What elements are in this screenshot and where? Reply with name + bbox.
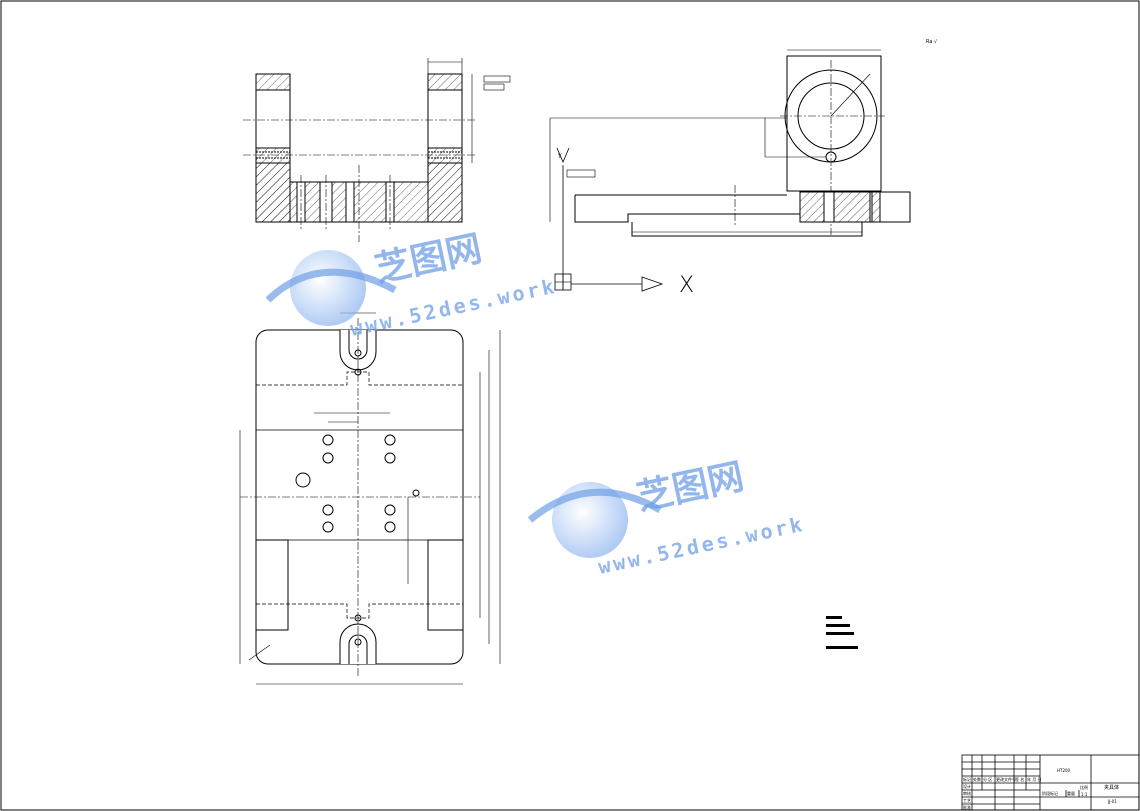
title-block-scale: 1:1 (1081, 792, 1088, 797)
title-block-stage: 阶段标记 (1042, 790, 1058, 796)
title-block-weight: 重量 (1067, 790, 1075, 796)
notes-block (826, 616, 858, 649)
title-block-scale-label: 比例 (1080, 784, 1088, 790)
title-block-label-change: 更改文件号 (996, 776, 1016, 782)
title-block-process: 工艺 (963, 798, 971, 803)
title-block-designer: 设计 (963, 783, 971, 789)
title-block-approve: 批准 (963, 804, 971, 810)
watermark-logo-1: 芝图网 www.52des.work (265, 228, 559, 341)
title-block-drawing-no: JJ-01 (1107, 799, 1117, 804)
title-block-label-mark: 标记 (963, 776, 971, 782)
watermark-brand-1: 芝图网 (371, 228, 485, 291)
title-block-label-zone: 分 区 (983, 776, 992, 782)
title-block-drawing-name: 夹具体 (1104, 784, 1119, 791)
side-view (549, 49, 911, 292)
title-block-material: HT200 (1057, 768, 1071, 773)
plan-view (239, 312, 501, 685)
watermark-logo-2: 芝图网 www.52des.work (527, 456, 807, 579)
title-block (961, 754, 1140, 811)
axis-y-label: Y (557, 153, 562, 160)
corner-roughness: Ra √ (926, 39, 938, 45)
title-block-label-sign: 签 名 (1015, 776, 1024, 782)
axis-x-label: X (679, 273, 694, 298)
title-block-label-count: 处数 (973, 776, 981, 782)
watermark-brand-2: 芝图网 (633, 456, 747, 519)
title-block-label-date: 年 月 日 (1027, 776, 1042, 782)
front-section-view (243, 58, 511, 242)
title-block-checker: 审核 (963, 790, 971, 796)
